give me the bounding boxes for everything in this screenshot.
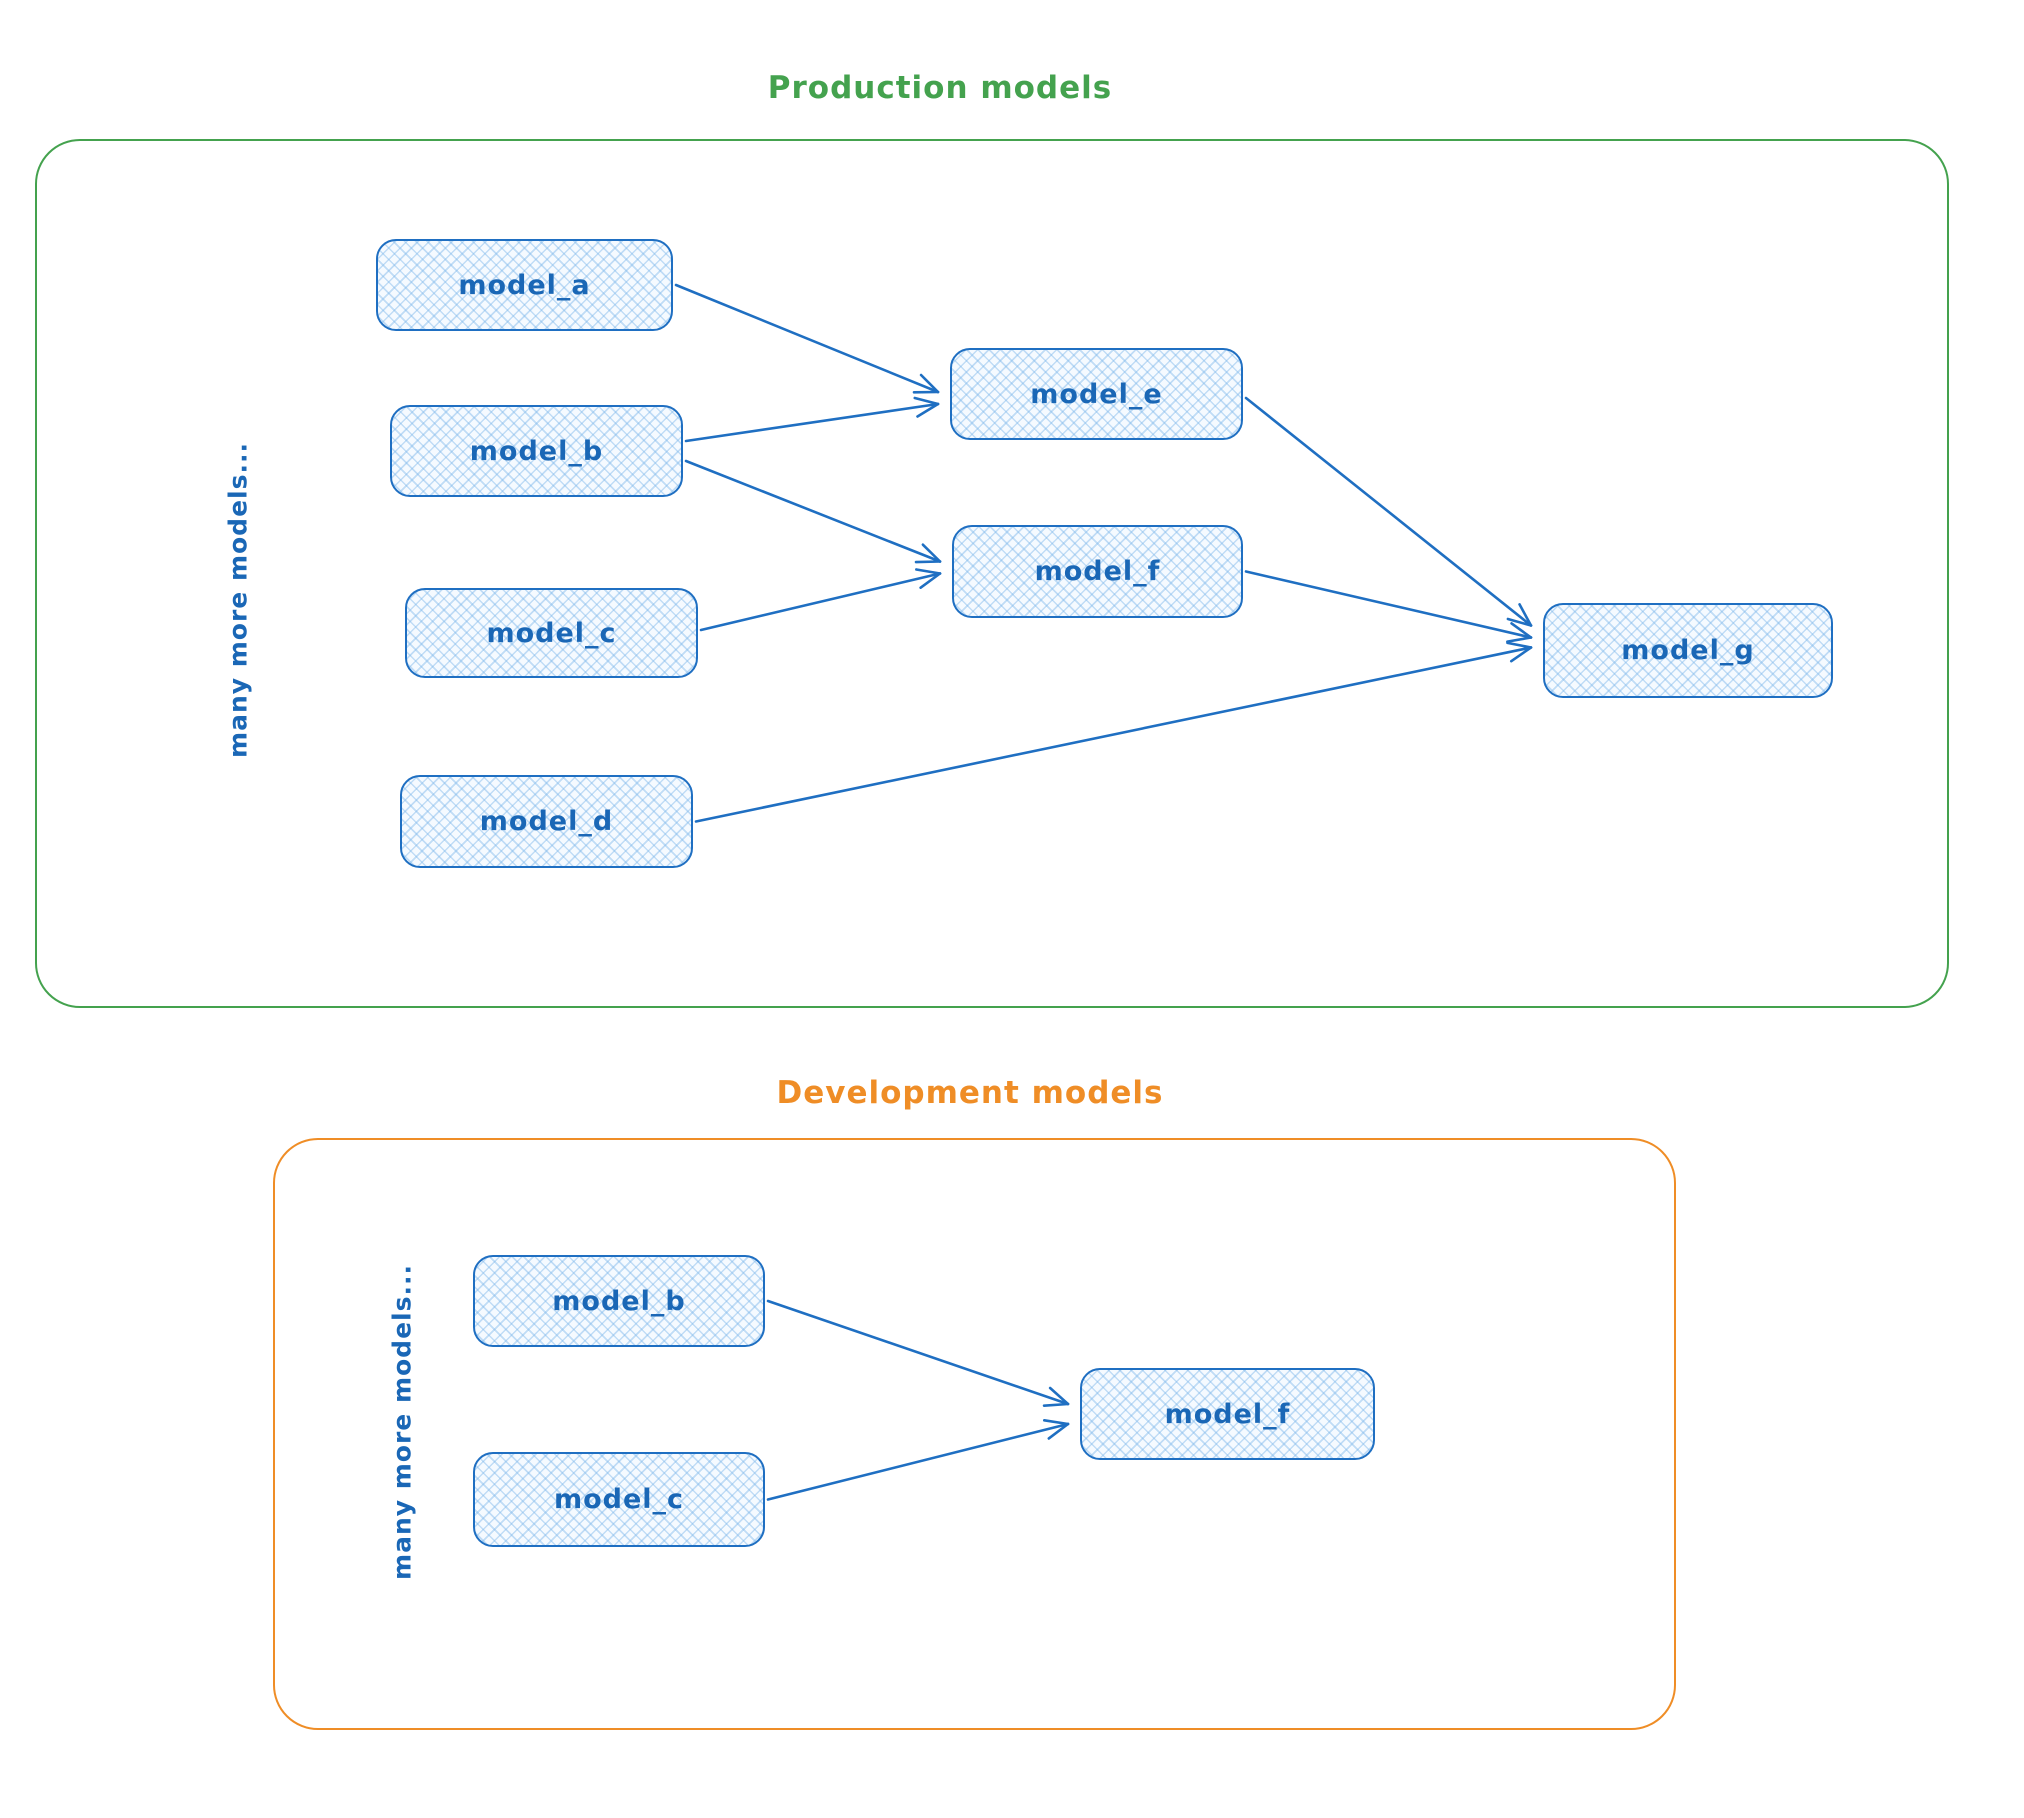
node-label: model_f xyxy=(1034,556,1161,587)
node-label: model_d xyxy=(479,806,614,837)
production-node-model_f[interactable]: model_f xyxy=(952,525,1243,618)
development-models-title: Development models xyxy=(776,1075,1164,1111)
production-node-model_d[interactable]: model_d xyxy=(400,775,693,868)
development-node-model_b[interactable]: model_b xyxy=(473,1255,765,1347)
node-label: model_a xyxy=(458,269,591,301)
production-side-label: many more models... xyxy=(223,442,253,758)
production-models-frame[interactable] xyxy=(35,139,1949,1008)
production-node-model_a[interactable]: model_a xyxy=(376,239,673,331)
production-node-model_g[interactable]: model_g xyxy=(1543,603,1833,698)
node-label: model_g xyxy=(1621,635,1755,666)
production-node-model_b[interactable]: model_b xyxy=(390,405,683,497)
node-label: model_c xyxy=(553,1484,685,1515)
development-models-frame[interactable] xyxy=(273,1138,1676,1730)
production-node-model_e[interactable]: model_e xyxy=(950,348,1243,440)
node-label: model_c xyxy=(486,617,617,649)
development-node-model_f[interactable]: model_f xyxy=(1080,1368,1375,1460)
development-side-label: many more models... xyxy=(387,1264,417,1580)
production-models-title: Production models xyxy=(767,70,1113,106)
node-label: model_f xyxy=(1164,1398,1291,1430)
node-label: model_e xyxy=(1030,378,1163,410)
node-label: model_b xyxy=(469,435,604,467)
development-node-model_c[interactable]: model_c xyxy=(473,1452,765,1547)
node-label: model_b xyxy=(552,1285,686,1317)
production-node-model_c[interactable]: model_c xyxy=(405,588,698,678)
